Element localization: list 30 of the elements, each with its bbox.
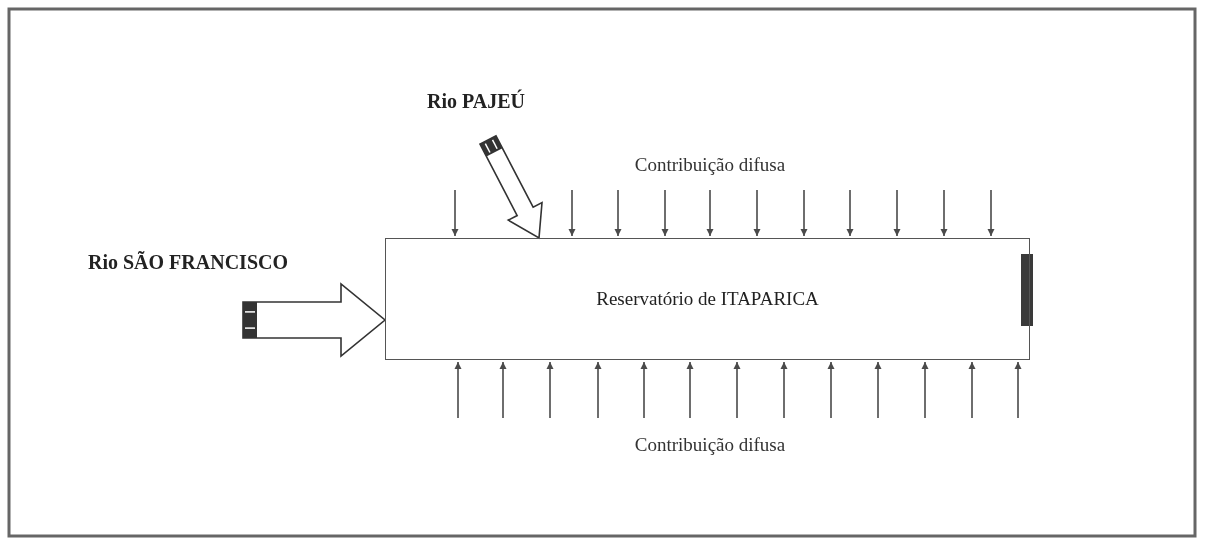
reservoir-label: Reservatório de ITAPARICA (596, 288, 819, 310)
arrow (499, 361, 507, 419)
arrow (987, 189, 995, 237)
arrow (454, 361, 462, 419)
arrow (1014, 361, 1022, 419)
arrow (874, 361, 882, 419)
arrow (661, 189, 669, 237)
arrow (733, 361, 741, 419)
arrow (921, 361, 929, 419)
flow-label: Contribuição difusa (634, 434, 786, 456)
arrow (706, 189, 714, 237)
arrow (968, 361, 976, 419)
arrow (846, 189, 854, 237)
flow-label: Contribuição difusa (634, 154, 786, 176)
arrow (800, 189, 808, 237)
arrow (568, 189, 576, 237)
arrow (614, 189, 622, 237)
arrow (640, 361, 648, 419)
arrow (780, 361, 788, 419)
arrow (451, 189, 459, 237)
arrow (893, 189, 901, 237)
arrow (686, 361, 694, 419)
arrow (594, 361, 602, 419)
river-label: Rio PAJEÚ (427, 89, 525, 113)
arrow (940, 189, 948, 237)
arrow (546, 361, 554, 419)
arrow (753, 189, 761, 237)
river-label: Rio SÃO FRANCISCO (88, 250, 288, 274)
arrow (827, 361, 835, 419)
reservoir-box (385, 238, 1030, 360)
